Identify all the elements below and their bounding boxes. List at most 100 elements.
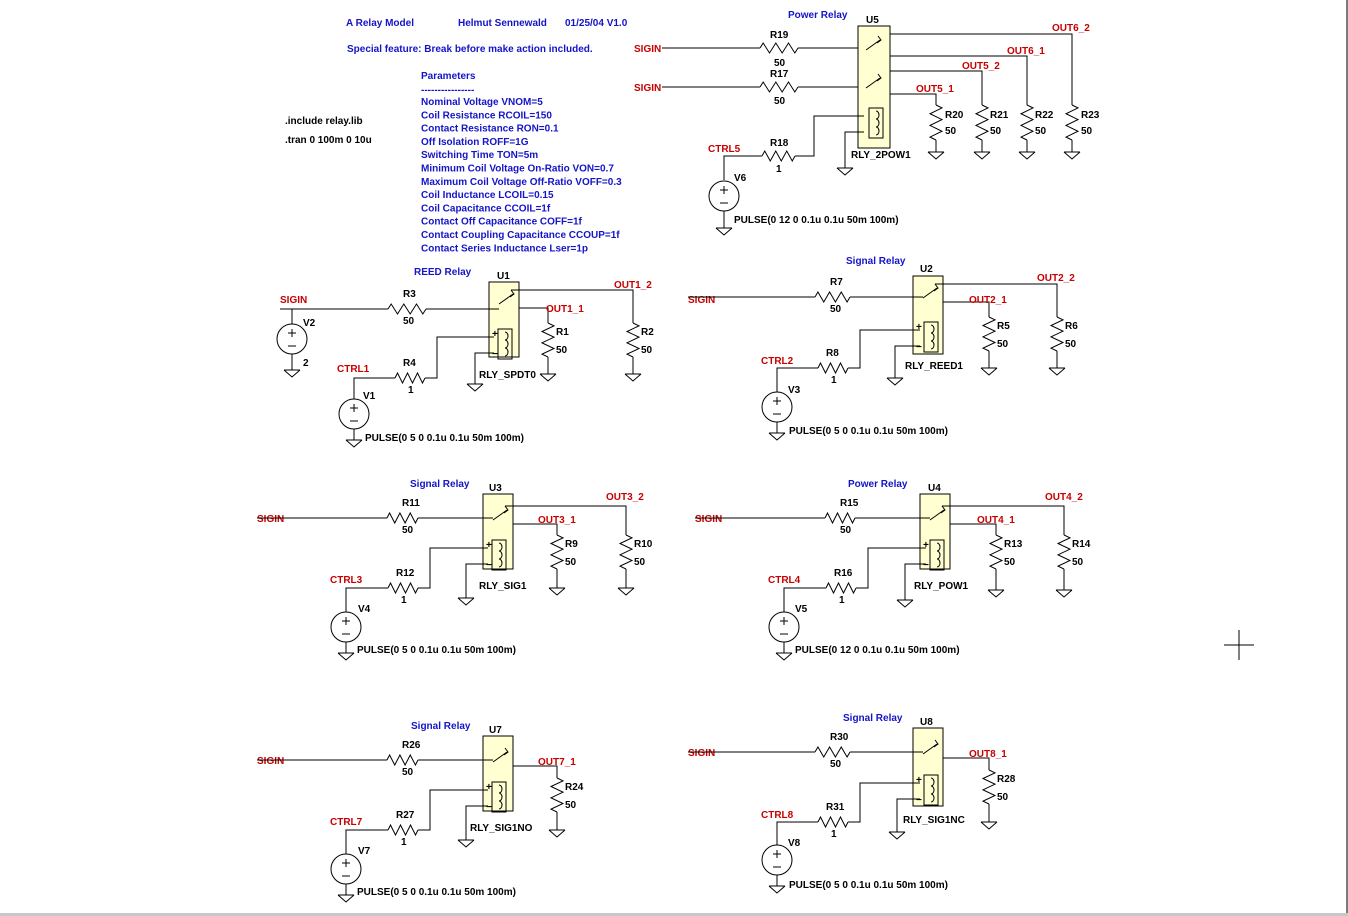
resistor-ref[interactable]: R18 xyxy=(770,138,789,149)
vsource-ref[interactable]: V1 xyxy=(363,391,376,402)
resistor-icon[interactable] xyxy=(825,581,857,595)
resistor-icon[interactable] xyxy=(817,815,849,829)
resistor-icon[interactable] xyxy=(814,746,851,758)
resistor-value[interactable]: 50 xyxy=(565,557,577,568)
resistor-icon[interactable] xyxy=(387,581,419,595)
relay-symbol[interactable] xyxy=(488,281,520,358)
resistor-ref[interactable]: R8 xyxy=(826,348,839,359)
relay-model-label[interactable]: RLY_SIG1NC xyxy=(903,815,965,826)
relay-symbol[interactable] xyxy=(919,493,951,570)
resistor-icon[interactable] xyxy=(387,823,419,837)
resistor-value[interactable]: 1 xyxy=(401,837,407,848)
resistor-value[interactable]: 1 xyxy=(831,829,837,840)
resistor-value[interactable]: 50 xyxy=(774,96,786,107)
resistor-icon[interactable] xyxy=(540,322,556,358)
resistor-icon[interactable] xyxy=(618,534,634,570)
vsource-ref[interactable]: V5 xyxy=(795,604,808,615)
vsource-ref[interactable]: V2 xyxy=(303,318,316,329)
vsource-value[interactable]: 2 xyxy=(303,358,309,369)
relay-symbol[interactable] xyxy=(482,735,514,812)
vsource-value[interactable]: PULSE(0 12 0 0.1u 0.1u 50m 100m) xyxy=(795,645,960,656)
resistor-ref[interactable]: R28 xyxy=(997,774,1016,785)
relay-ref-label[interactable]: U2 xyxy=(920,264,933,275)
resistor-ref[interactable]: R31 xyxy=(826,802,845,813)
resistor-icon[interactable] xyxy=(386,511,419,525)
resistor-value[interactable]: 1 xyxy=(776,164,782,175)
voltage-source-icon[interactable] xyxy=(761,391,793,423)
resistor-icon[interactable] xyxy=(386,753,419,767)
resistor-icon[interactable] xyxy=(387,303,427,315)
resistor-value[interactable]: 1 xyxy=(831,375,837,386)
relay-ref-label[interactable]: U8 xyxy=(920,717,933,728)
resistor-value[interactable]: 50 xyxy=(840,525,852,536)
resistor-icon[interactable] xyxy=(549,534,565,570)
resistor-ref[interactable]: R23 xyxy=(1081,110,1100,121)
vsource-ref[interactable]: V6 xyxy=(734,173,747,184)
resistor-icon[interactable] xyxy=(974,104,990,141)
resistor-value[interactable]: 50 xyxy=(774,58,786,69)
resistor-ref[interactable]: R20 xyxy=(945,110,964,121)
resistor-icon[interactable] xyxy=(988,534,1004,570)
relay-ref-label[interactable]: U1 xyxy=(497,271,510,282)
resistor-value[interactable]: 50 xyxy=(565,800,577,811)
resistor-value[interactable]: 50 xyxy=(641,345,653,356)
resistor-value[interactable]: 1 xyxy=(839,595,845,606)
resistor-value[interactable]: 50 xyxy=(403,316,415,327)
relay-model-label[interactable]: RLY_POW1 xyxy=(914,581,969,592)
resistor-value[interactable]: 50 xyxy=(1004,557,1016,568)
resistor-value[interactable]: 50 xyxy=(556,345,568,356)
resistor-ref[interactable]: R21 xyxy=(990,110,1009,121)
vsource-value[interactable]: PULSE(0 5 0 0.1u 0.1u 50m 100m) xyxy=(789,426,948,437)
resistor-value[interactable]: 50 xyxy=(1072,557,1084,568)
resistor-value[interactable]: 50 xyxy=(997,339,1009,350)
resistor-ref[interactable]: R6 xyxy=(1065,321,1078,332)
resistor-icon[interactable] xyxy=(625,322,641,358)
include-directive[interactable]: .include relay.lib xyxy=(285,116,363,127)
resistor-ref[interactable]: R1 xyxy=(556,327,569,338)
resistor-ref[interactable]: R17 xyxy=(770,69,789,80)
voltage-source-icon[interactable] xyxy=(708,180,740,212)
relay-model-label[interactable]: RLY_SIG1 xyxy=(479,581,527,592)
resistor-ref[interactable]: R26 xyxy=(402,740,421,751)
vsource-ref[interactable]: V7 xyxy=(358,846,371,857)
relay-ref-label[interactable]: U5 xyxy=(866,15,879,26)
resistor-value[interactable]: 50 xyxy=(945,126,957,137)
resistor-value[interactable]: 50 xyxy=(997,792,1009,803)
resistor-ref[interactable]: R13 xyxy=(1004,539,1023,550)
resistor-icon[interactable] xyxy=(759,81,799,93)
resistor-value[interactable]: 50 xyxy=(634,557,646,568)
vsource-ref[interactable]: V3 xyxy=(788,385,801,396)
vsource-value[interactable]: PULSE(0 5 0 0.1u 0.1u 50m 100m) xyxy=(365,433,524,444)
vsource-ref[interactable]: V4 xyxy=(358,604,371,615)
resistor-ref[interactable]: R30 xyxy=(830,732,849,743)
relay-symbol[interactable] xyxy=(482,493,514,570)
resistor-ref[interactable]: R2 xyxy=(641,327,654,338)
resistor-icon[interactable] xyxy=(981,316,997,352)
resistor-icon[interactable] xyxy=(981,769,997,805)
resistor-ref[interactable]: R7 xyxy=(830,277,843,288)
relay-ref-label[interactable]: U7 xyxy=(489,725,502,736)
resistor-icon[interactable] xyxy=(394,371,426,385)
voltage-source-icon[interactable] xyxy=(330,853,362,885)
resistor-value[interactable]: 50 xyxy=(990,126,1002,137)
resistor-icon[interactable] xyxy=(817,361,849,375)
vsource-value[interactable]: PULSE(0 5 0 0.1u 0.1u 50m 100m) xyxy=(789,880,948,891)
resistor-ref[interactable]: R19 xyxy=(770,30,789,41)
voltage-source-icon[interactable] xyxy=(768,611,800,643)
resistor-ref[interactable]: R9 xyxy=(565,539,578,550)
relay-model-label[interactable]: RLY_REED1 xyxy=(905,361,963,372)
resistor-icon[interactable] xyxy=(759,42,799,54)
resistor-ref[interactable]: R5 xyxy=(997,321,1010,332)
resistor-ref[interactable]: R16 xyxy=(834,568,853,579)
resistor-icon[interactable] xyxy=(1056,534,1072,570)
vsource-value[interactable]: PULSE(0 12 0 0.1u 0.1u 50m 100m) xyxy=(734,215,899,226)
resistor-ref[interactable]: R11 xyxy=(402,498,420,509)
relay-ref-label[interactable]: U4 xyxy=(928,483,941,494)
resistor-value[interactable]: 50 xyxy=(830,759,842,770)
resistor-value[interactable]: 50 xyxy=(402,525,414,536)
relay-ref-label[interactable]: U3 xyxy=(489,483,502,494)
resistor-value[interactable]: 50 xyxy=(830,304,842,315)
resistor-icon[interactable] xyxy=(814,291,851,303)
resistor-ref[interactable]: R14 xyxy=(1072,539,1091,550)
